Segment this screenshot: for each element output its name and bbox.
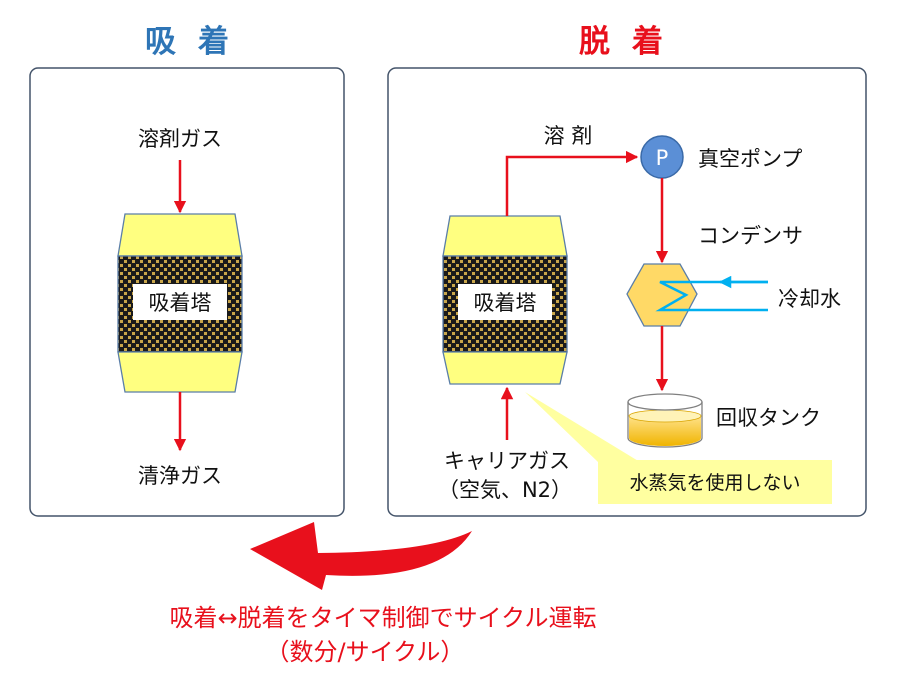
vacuum-pump-label: 真空ポンプ xyxy=(698,147,802,171)
carrier-gas-note: （空気、N2） xyxy=(438,478,572,502)
adsorption-title: 吸着 xyxy=(145,24,251,60)
condenser xyxy=(626,263,768,327)
desorption-title: 脱着 xyxy=(579,24,685,60)
clean-gas-outlet-label: 清浄ガス xyxy=(138,464,222,488)
column-top-cap xyxy=(442,215,568,257)
column-bottom-cap xyxy=(117,351,243,393)
pump-symbol: P xyxy=(656,146,669,170)
recovery-tank-label: 回収タンク xyxy=(716,406,821,430)
solvent-gas-inlet-label: 溶剤ガス xyxy=(138,127,222,151)
cycle-arrow-icon xyxy=(250,522,472,590)
column-label: 吸着塔 xyxy=(474,291,537,315)
tank-liquid-surface xyxy=(628,409,702,423)
column-label-box xyxy=(458,284,552,320)
column-bottom-cap xyxy=(442,351,568,385)
tank-rim xyxy=(627,393,703,411)
cooling-water-label: 冷却水 xyxy=(778,287,841,311)
adsorption-column: 吸着塔 xyxy=(117,213,243,393)
condenser-label: コンデンサ xyxy=(698,224,803,248)
cooling-coil xyxy=(655,280,768,312)
carrier-gas-label: キャリアガス xyxy=(444,449,570,473)
cycle-caption-line1: 吸着↔脱着をタイマ制御でサイクル運転 xyxy=(170,604,597,632)
solvent-label: 溶 剤 xyxy=(544,124,593,148)
tank-liquid xyxy=(629,416,701,446)
callout-text: 水蒸気を使用しない xyxy=(629,472,800,494)
cycle-caption-line2: （数分/サイクル） xyxy=(266,638,465,666)
column-top-cap xyxy=(117,213,243,257)
callout-pointer xyxy=(525,392,640,462)
column-label-box xyxy=(133,284,227,320)
recovery-tank-icon xyxy=(627,393,703,448)
desorption-column: 吸着塔 xyxy=(442,215,568,385)
callout-box xyxy=(598,460,832,504)
solvent-flow-line xyxy=(505,150,639,216)
column-label: 吸着塔 xyxy=(149,291,212,315)
